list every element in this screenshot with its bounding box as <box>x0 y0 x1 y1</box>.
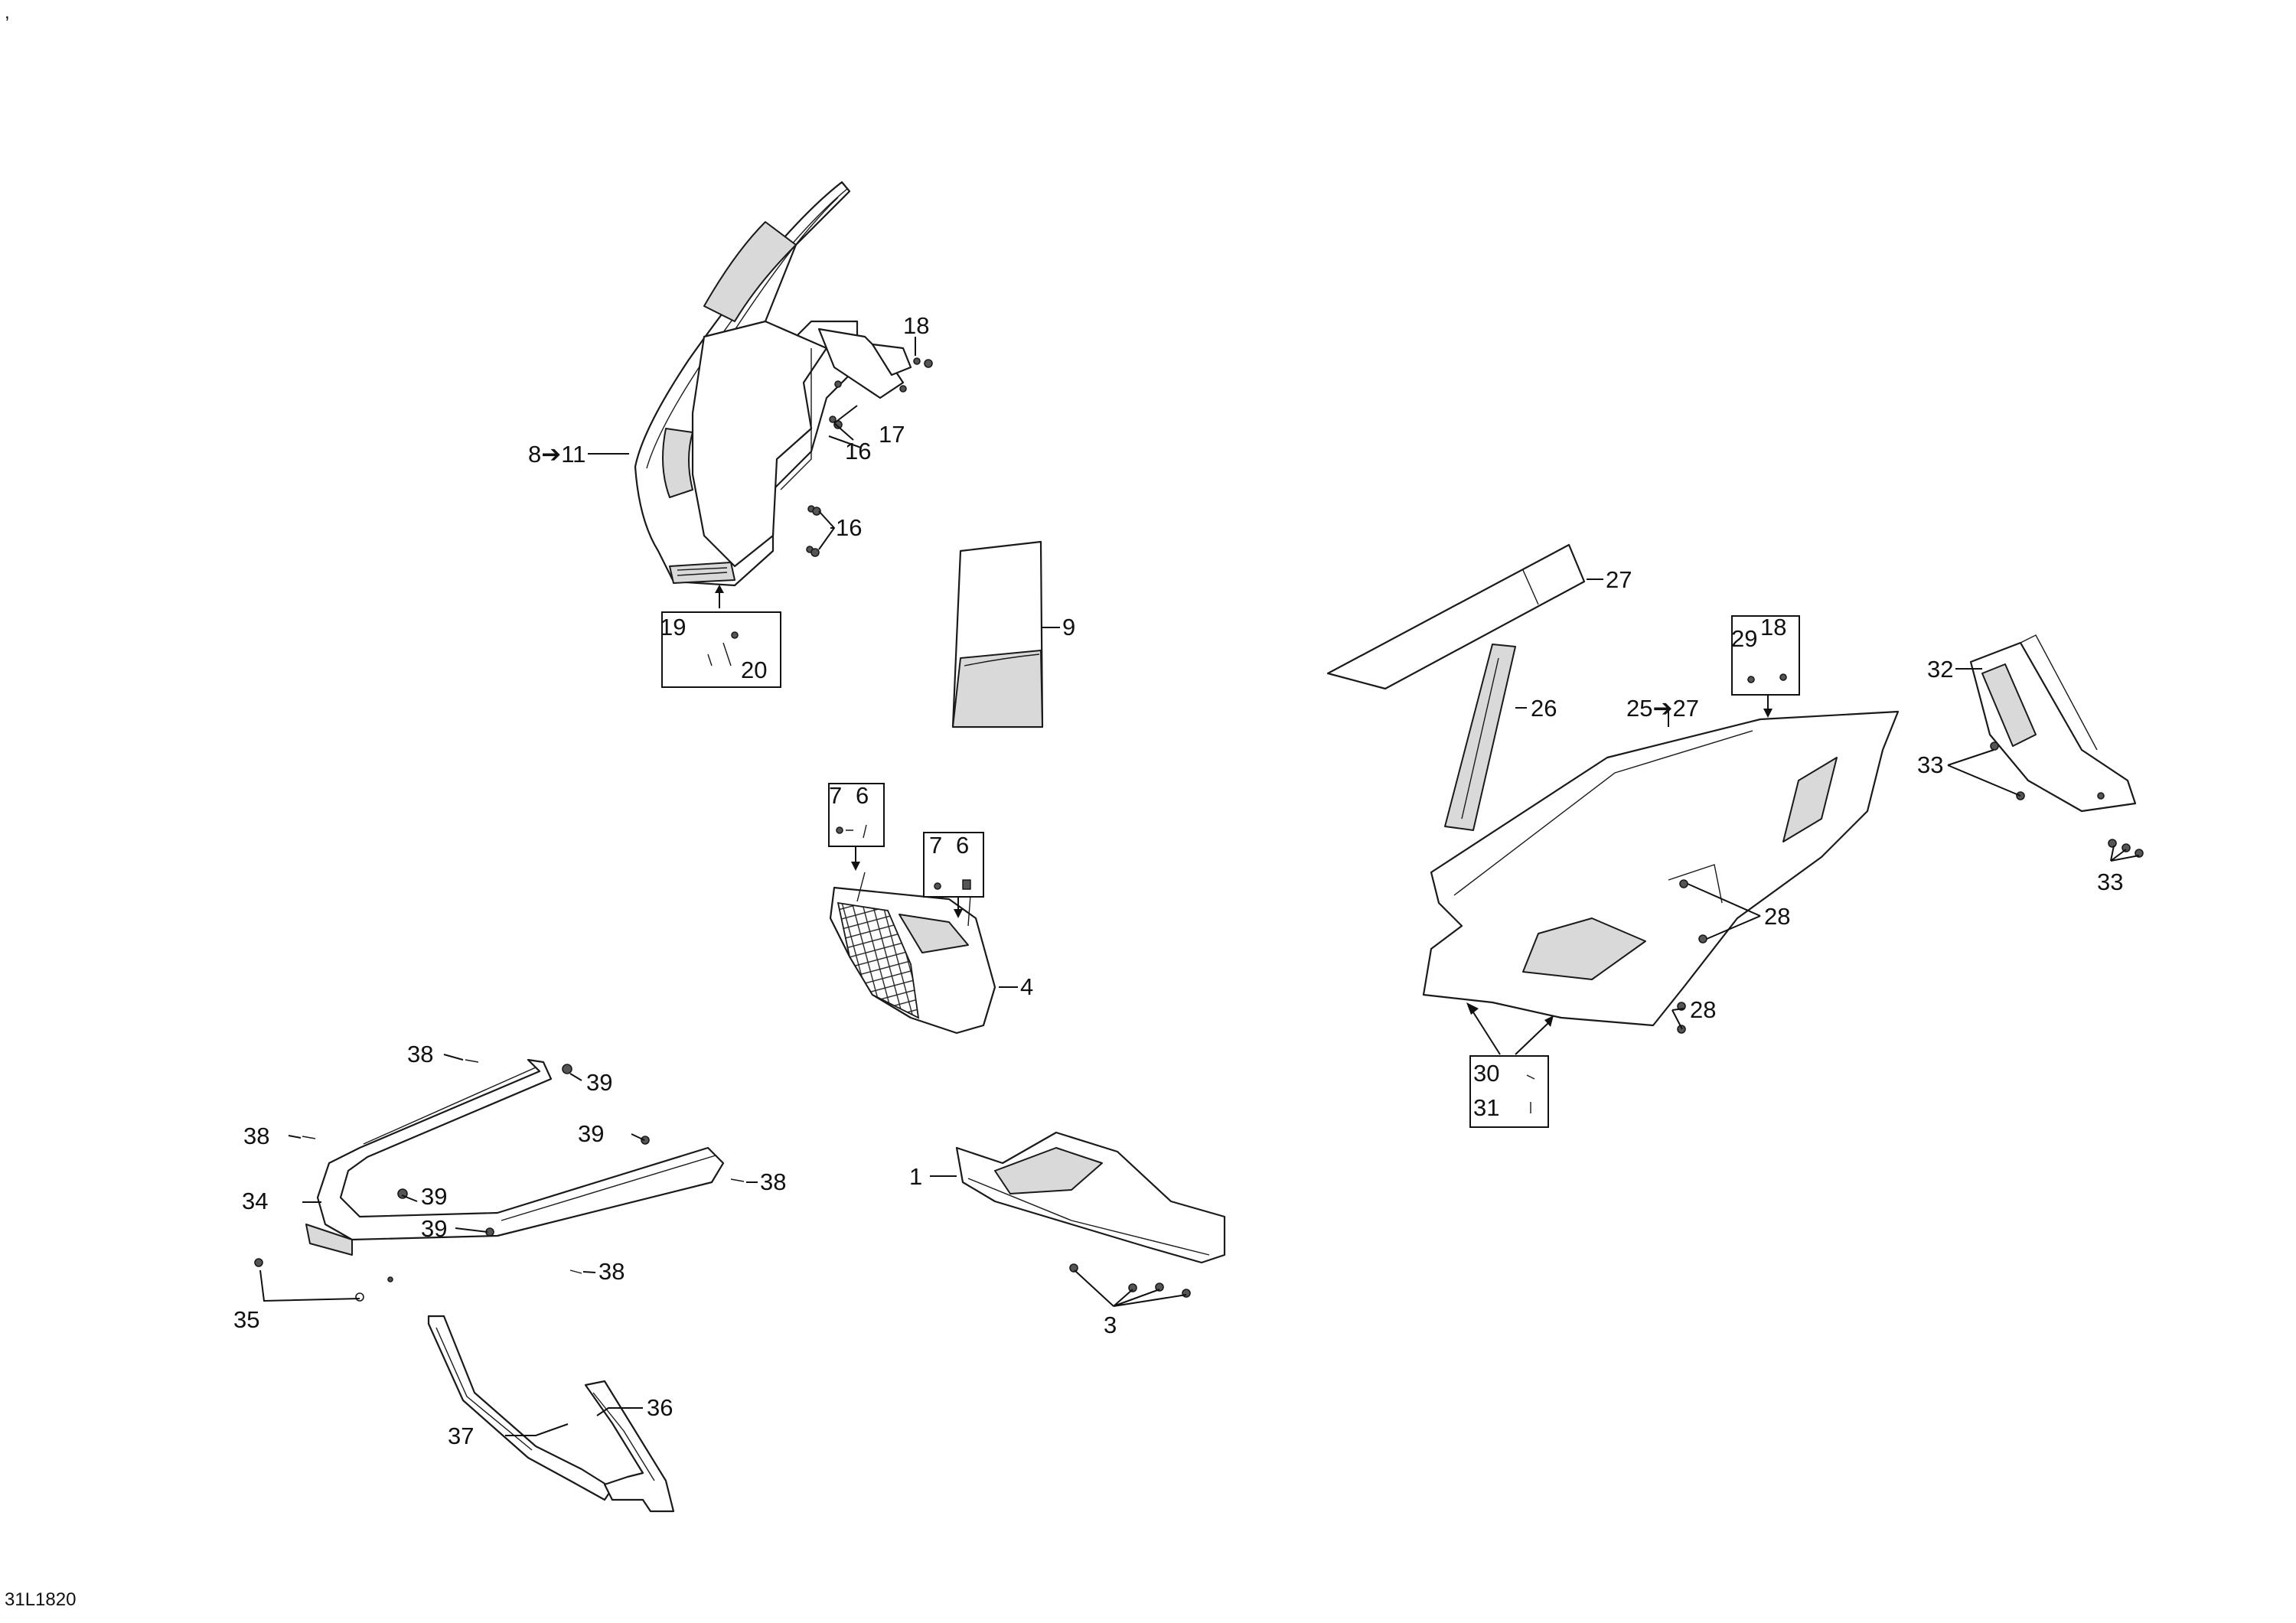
callout-36: 36 <box>647 1394 673 1421</box>
callout-28: 28 <box>1764 903 1790 930</box>
bumper-34 <box>305 1058 725 1282</box>
callout-7: 7 <box>929 832 942 859</box>
callout-6: 6 <box>856 782 869 809</box>
callout-39: 39 <box>578 1120 604 1147</box>
callout-39: 39 <box>586 1069 612 1096</box>
fasteners <box>254 359 2144 1302</box>
drawing-code: 31L1820 <box>5 1589 76 1610</box>
callout-3: 3 <box>1104 1312 1117 1338</box>
callout-labels: 8➔11 18 17 16 16 19 20 9 7 6 7 6 4 1 3 2… <box>233 312 2123 1449</box>
callout-16: 16 <box>836 514 862 541</box>
bracket-32 <box>1969 634 2137 813</box>
detail-box-30-31 <box>1466 1002 1554 1128</box>
callout-1: 1 <box>909 1163 922 1190</box>
detail-box-7-6-a <box>828 783 885 871</box>
trim-strip-27 <box>1326 543 1586 690</box>
callout-4: 4 <box>1020 973 1033 1000</box>
callout-26: 26 <box>1531 695 1557 722</box>
callout-17: 17 <box>879 421 905 448</box>
callout-38: 38 <box>598 1258 625 1285</box>
callout-16: 16 <box>845 438 871 464</box>
detail-box-19-20 <box>661 585 781 688</box>
detail-box-29-18 <box>1731 615 1800 718</box>
callout-20: 20 <box>741 657 767 683</box>
callout-30: 30 <box>1473 1060 1499 1087</box>
callout-35: 35 <box>233 1306 259 1333</box>
detail-box-7-6-b <box>923 832 984 918</box>
callout-34: 34 <box>242 1188 268 1214</box>
callout-6: 6 <box>956 832 969 859</box>
callout-37: 37 <box>448 1423 474 1449</box>
callout-39: 39 <box>421 1215 447 1242</box>
callout-38: 38 <box>760 1168 786 1195</box>
callout-28: 28 <box>1690 996 1716 1023</box>
callout-8-11: 8➔11 <box>528 441 585 468</box>
belly-pan-1 <box>955 1131 1226 1264</box>
callout-7: 7 <box>829 782 842 809</box>
support-bar-37 <box>427 1315 614 1501</box>
callout-31: 31 <box>1473 1094 1499 1121</box>
corner-mark: , <box>5 2 10 23</box>
callout-25-27: 25➔27 <box>1626 695 1699 722</box>
callout-38: 38 <box>407 1041 433 1067</box>
callout-32: 32 <box>1927 656 1953 683</box>
callout-39: 39 <box>421 1183 447 1210</box>
callout-29: 29 <box>1731 625 1757 652</box>
trim-insert-26 <box>1444 644 1516 831</box>
side-panel-assembly-8-11 <box>634 181 921 587</box>
callout-18: 18 <box>1760 614 1786 640</box>
callout-27: 27 <box>1606 566 1632 593</box>
callout-19: 19 <box>660 614 686 640</box>
support-bracket-36 <box>584 1380 675 1513</box>
callout-33: 33 <box>2097 869 2123 895</box>
callout-18: 18 <box>903 312 929 339</box>
callout-38: 38 <box>243 1123 269 1149</box>
callout-33: 33 <box>1917 751 1943 778</box>
callout-9: 9 <box>1062 614 1075 640</box>
leader-lines <box>259 337 2140 1436</box>
panel-insert-9 <box>951 540 1044 728</box>
vent-grille-4 <box>829 872 996 1035</box>
side-panel-assembly-25-27 <box>1422 710 1900 1027</box>
